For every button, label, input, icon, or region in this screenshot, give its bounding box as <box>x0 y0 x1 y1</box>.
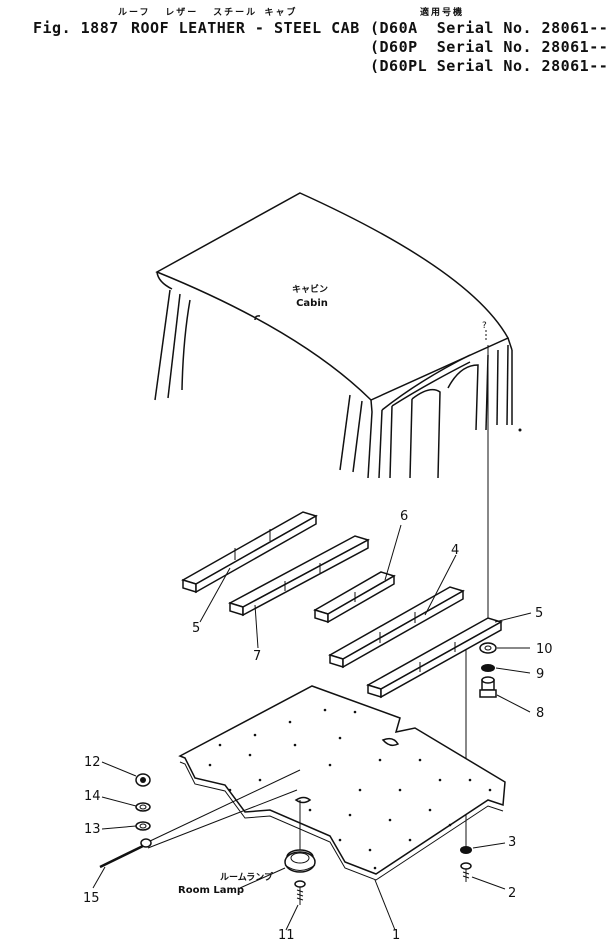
serial-line-d60a: (D60A Serial No. 28061-- ) <box>370 19 611 37</box>
callout-12: 12 <box>84 755 101 770</box>
callout-2: 2 <box>508 886 516 901</box>
callout-14: 14 <box>84 789 101 804</box>
figure-title: ROOF LEATHER - STEEL CAB <box>131 19 360 37</box>
cabin-label: Cabin <box>296 298 328 309</box>
callout-7: 7 <box>253 649 261 664</box>
callout-15: 15 <box>83 891 100 906</box>
japanese-title: ルーフ レザー スチール キャブ <box>118 8 298 18</box>
figure-number: Fig. 1887 <box>33 19 119 37</box>
cabin-illustration <box>154 192 522 479</box>
screw-part-11 <box>294 880 306 905</box>
callout-4: 4 <box>451 543 459 558</box>
washer-part-10 <box>479 642 497 654</box>
bolt-part-8 <box>479 676 497 698</box>
callout-3: 3 <box>508 835 516 850</box>
cabin-label-jp: キャビン <box>292 283 328 295</box>
room-lamp <box>284 800 316 873</box>
strip-part-5-lower <box>366 617 503 699</box>
washer-part-9 <box>481 664 495 672</box>
japanese-applicable-models: 適用号機 <box>420 8 465 18</box>
roof-leather-panel-part-1 <box>178 685 506 881</box>
serial-line-d60p: (D60P Serial No. 28061-- ) <box>370 38 611 56</box>
callout-11: 11 <box>278 928 295 940</box>
leader-lines <box>92 524 532 931</box>
screw-part-2 <box>460 862 472 882</box>
strip-part-5-upper <box>181 511 318 594</box>
strip-part-7 <box>228 535 370 617</box>
callout-10: 10 <box>536 642 553 657</box>
room-lamp-label: Room Lamp <box>178 885 244 896</box>
wire-assembly <box>99 769 301 869</box>
callout-5-right: 5 <box>535 606 543 621</box>
leader-mark: ? <box>482 321 487 331</box>
callout-1: 6 <box>400 509 408 524</box>
serial-line-d60pl: (D60PL Serial No. 28061-- ) <box>370 57 611 75</box>
callout-5-left: 5 <box>192 621 200 636</box>
callout-part-1: 1 <box>392 928 400 940</box>
callout-13: 13 <box>84 822 101 837</box>
room-lamp-label-jp: ルームランプ <box>220 871 274 883</box>
strip-part-6 <box>313 571 396 624</box>
callout-9: 9 <box>536 667 544 682</box>
callout-8: 8 <box>536 706 544 721</box>
washer-part-3 <box>460 846 472 854</box>
